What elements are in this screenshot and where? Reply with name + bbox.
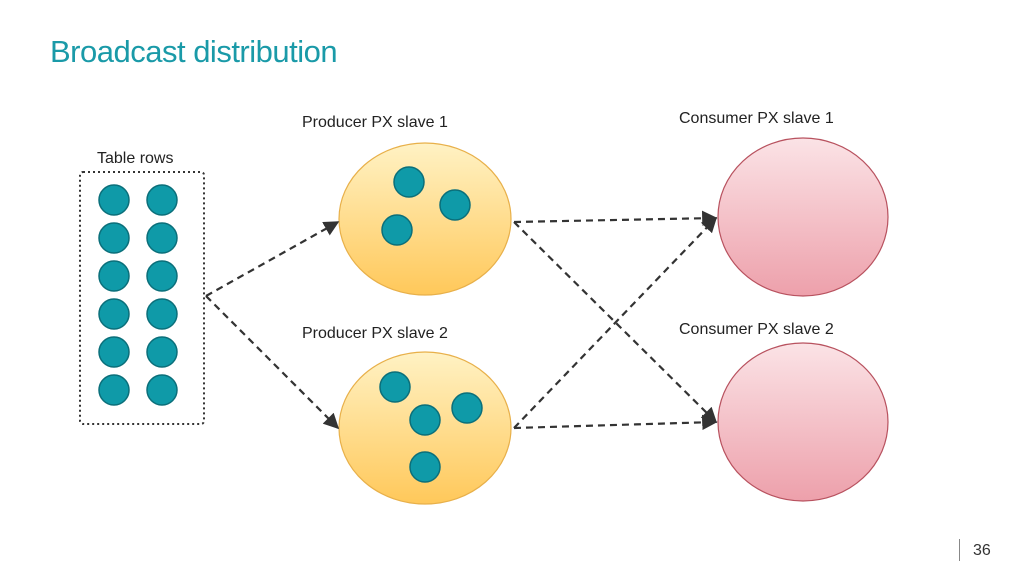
consumer-px-slave-1 [717,137,889,297]
arrow-table-to-producer-2 [205,295,340,430]
arrow-producer-1-to-consumer-1 [513,210,718,226]
producer-2-row-dot-3 [409,404,441,436]
table-row-dot-1-1 [98,184,130,216]
consumer-1-label: Consumer PX slave 1 [679,110,834,127]
producer-1-row-dot-3 [381,214,413,246]
arrow-producer-2-to-consumer-2 [513,414,718,431]
producer-2-row-dot-4 [409,451,441,483]
arrow-table-to-producer-1 [205,221,340,297]
table-row-dot-4-2 [146,298,178,330]
table-row-dot-2-2 [146,222,178,254]
page-number-divider [959,539,960,561]
table-rows-label: Table rows [97,150,174,167]
producer-1-label: Producer PX slave 1 [302,114,448,131]
table-rows-dots [98,184,178,406]
table-row-dot-2-1 [98,222,130,254]
producer-2-row-dot-2 [451,392,483,424]
producer-row-dots [379,166,483,483]
producer-1-row-dot-2 [439,189,471,221]
consumer-2-label: Consumer PX slave 2 [679,321,834,338]
table-row-dot-5-1 [98,336,130,368]
producer-2-row-dot-1 [379,371,411,403]
page-number: 36 [973,542,991,559]
table-row-dot-3-2 [146,260,178,292]
table-row-dot-1-2 [146,184,178,216]
table-row-dot-6-2 [146,374,178,406]
table-row-dot-5-2 [146,336,178,368]
producer-2-label: Producer PX slave 2 [302,325,448,342]
consumer-px-slave-2 [717,342,889,502]
producer-px-slave-1 [338,142,512,296]
table-row-dot-6-1 [98,374,130,406]
table-rows-box [79,171,205,425]
table-row-dot-4-1 [98,298,130,330]
arrow-producer-2-to-consumer-1 [513,216,718,429]
producer-1-row-dot-1 [393,166,425,198]
data-flow-arrows [205,210,718,431]
table-row-dot-3-1 [98,260,130,292]
slide-title: Broadcast distribution [50,34,338,69]
